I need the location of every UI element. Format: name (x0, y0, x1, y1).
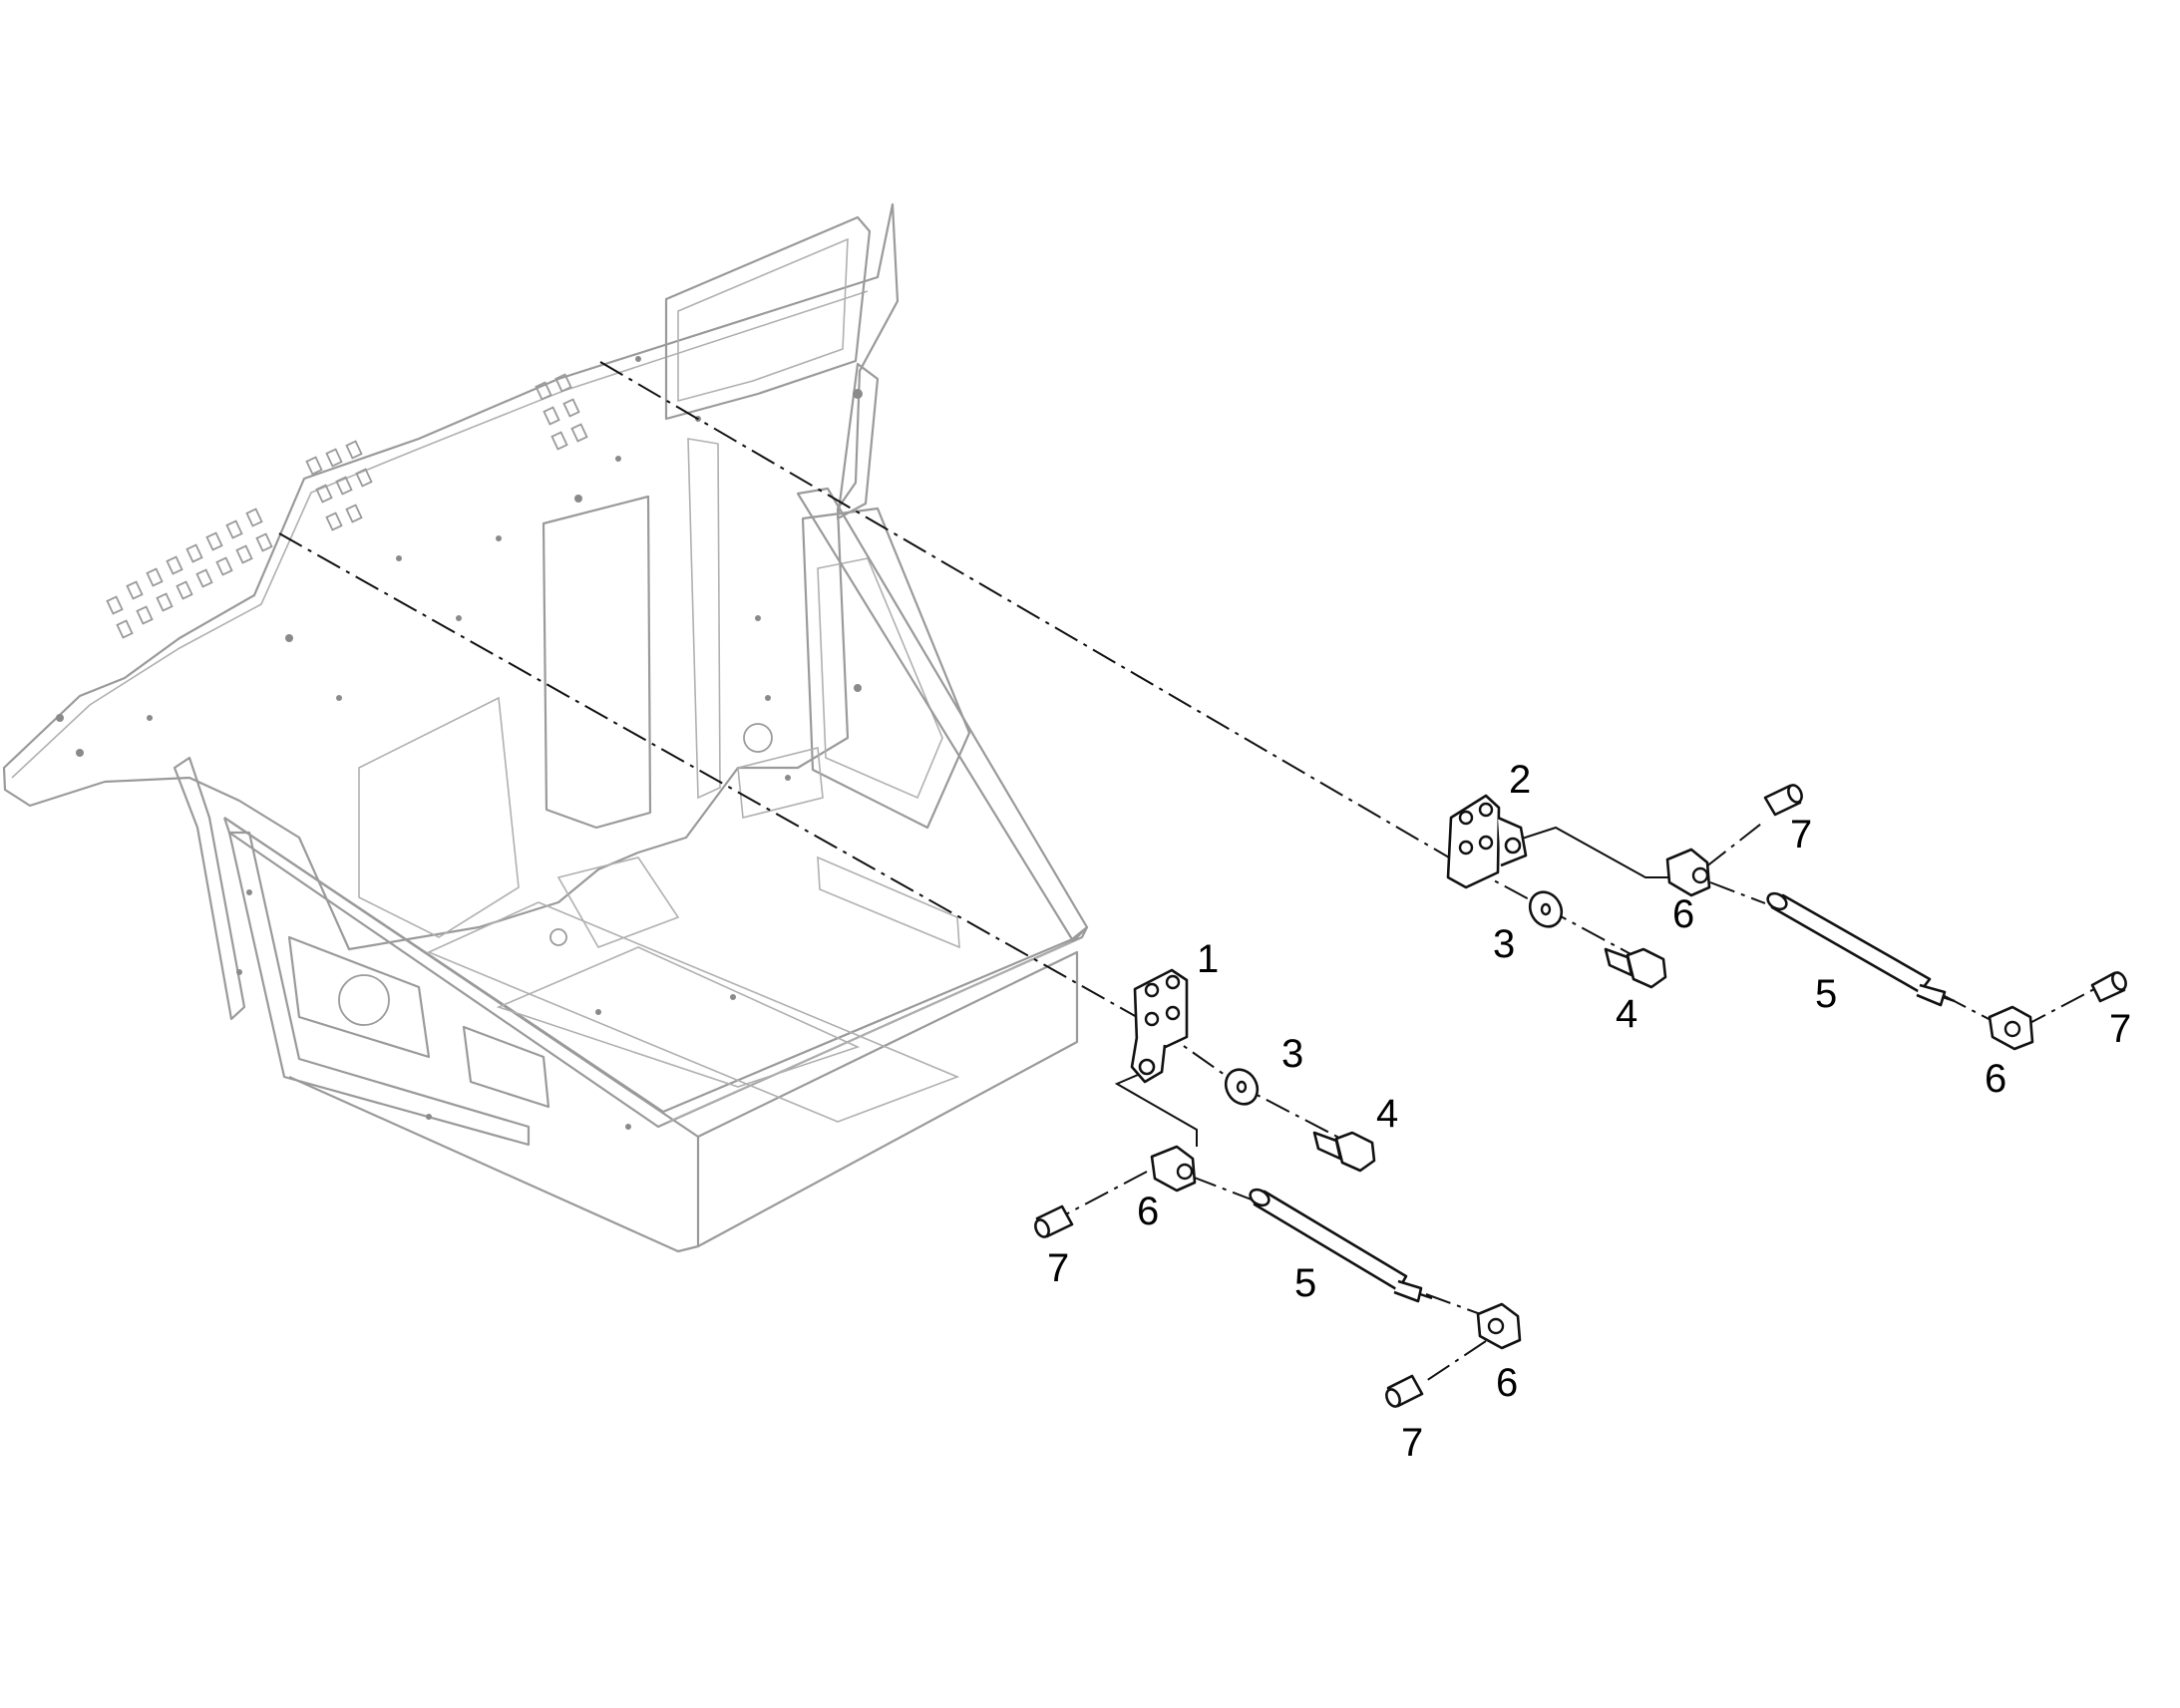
vent-grille (106, 373, 588, 639)
callout-6-lower-right: 6 (1496, 1361, 1518, 1405)
clevis-6-upper-left (1665, 848, 1711, 897)
callout-7-lower-left: 7 (1047, 1246, 1069, 1290)
callout-7-upper-right: 7 (2109, 1007, 2131, 1051)
bracket-2 (1446, 794, 1528, 889)
washer-3-lower (1224, 1068, 1260, 1106)
gas-strut-5-lower (1249, 1188, 1433, 1303)
clevis-6-lower-left (1150, 1145, 1197, 1193)
callout-5-lower: 5 (1294, 1261, 1316, 1305)
cab-frame (2, 202, 1089, 1253)
callout-7-upper-left: 7 (1790, 813, 1812, 856)
callout-3-lower: 3 (1281, 1032, 1303, 1076)
callout-6-upper-left: 6 (1672, 892, 1694, 936)
pin-7-upper-right (2090, 971, 2127, 1003)
bracket-1 (1130, 968, 1189, 1084)
bolt-4-upper (1604, 947, 1667, 989)
clevis-6-lower-right (1476, 1302, 1522, 1350)
washer-3-upper (1528, 890, 1564, 928)
callout-5-upper: 5 (1815, 972, 1837, 1016)
callout-6-upper-right: 6 (1985, 1057, 2006, 1101)
callout-4-upper: 4 (1616, 992, 1637, 1036)
pin-7-lower-left (1034, 1204, 1074, 1238)
callout-4-lower: 4 (1376, 1092, 1398, 1136)
pin-7-upper-left (1763, 784, 1803, 817)
callout-6-lower-left: 6 (1137, 1190, 1159, 1233)
pin-7-lower-bottom (1385, 1374, 1424, 1408)
callout-1: 1 (1197, 937, 1219, 981)
callout-2: 2 (1509, 758, 1531, 802)
clevis-6-upper-right (1988, 1005, 2034, 1051)
callout-labels: 1 2 3 3 4 4 5 5 6 6 6 6 7 7 7 7 (1047, 758, 2131, 1465)
bolt-4-lower (1312, 1131, 1376, 1173)
assembly-lines (278, 361, 2095, 1382)
callout-3-upper: 3 (1493, 922, 1515, 966)
gas-strut-5-upper (1766, 891, 1956, 1007)
callout-7-lower-bottom: 7 (1401, 1421, 1423, 1465)
mounting-holes (56, 356, 863, 1130)
